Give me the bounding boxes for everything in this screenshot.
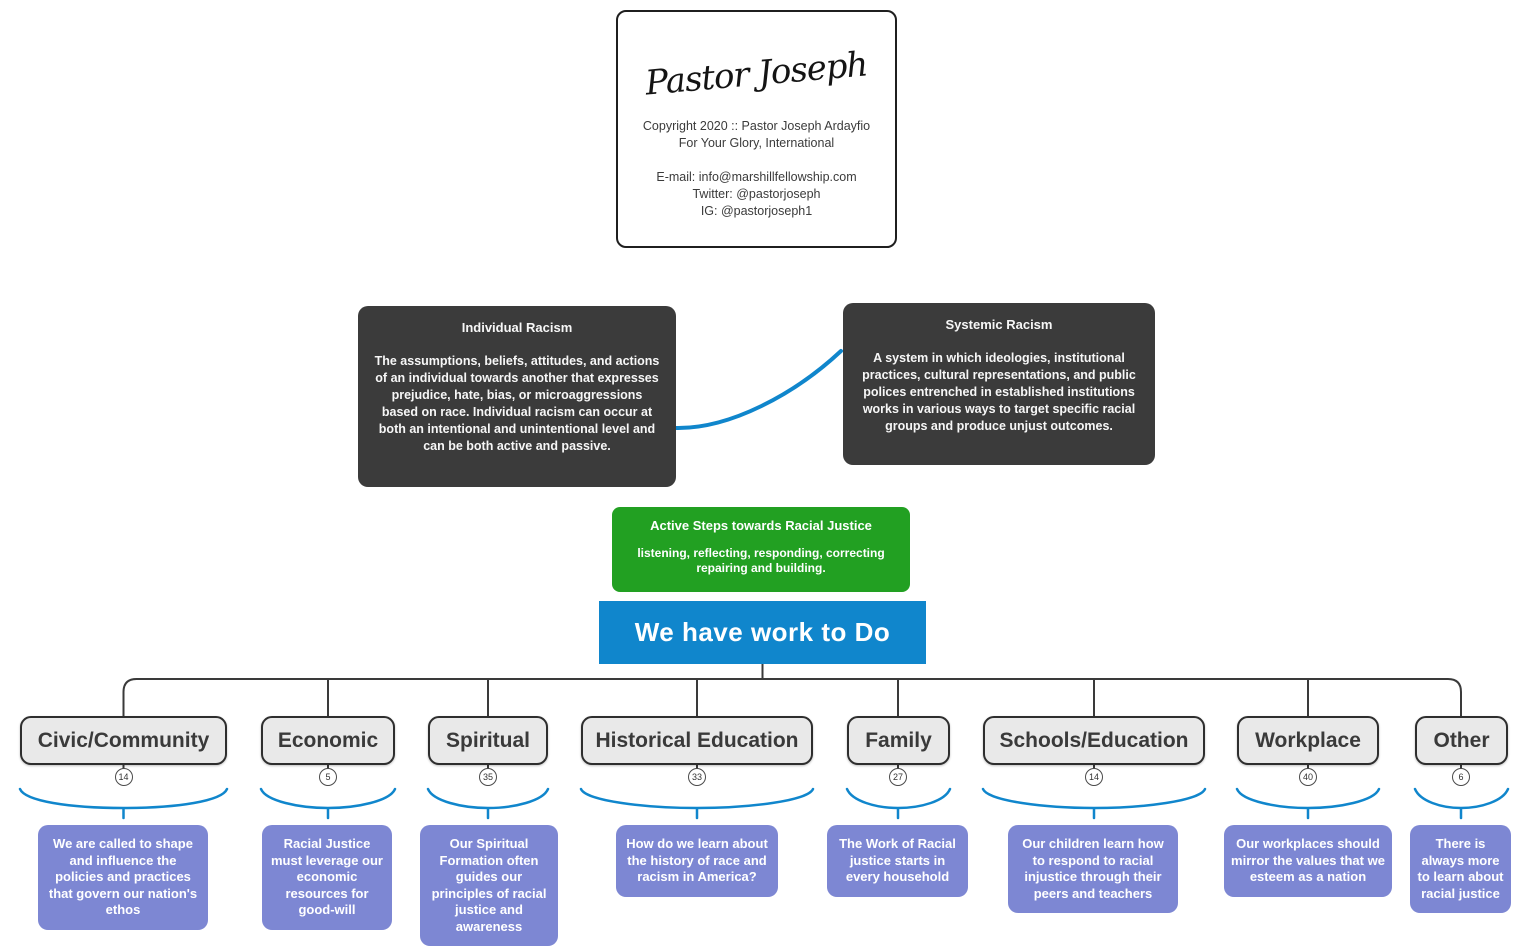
branch-note-family[interactable]: The Work of Racial justice starts in eve… bbox=[827, 825, 968, 897]
branch-note-workplace[interactable]: Our workplaces should mirror the values … bbox=[1224, 825, 1392, 897]
copyright-block: Copyright 2020 :: Pastor Joseph Ardayfio… bbox=[618, 118, 895, 152]
branch-count-badge-schools-education[interactable]: 14 bbox=[1085, 768, 1103, 786]
branch-note-spiritual[interactable]: Our Spiritual Formation often guides our… bbox=[420, 825, 558, 946]
branch-note-civic-community[interactable]: We are called to shape and influence the… bbox=[38, 825, 208, 930]
branch-node-workplace[interactable]: Workplace bbox=[1237, 716, 1379, 765]
racism-link-curve bbox=[674, 349, 843, 431]
branch-count-badge-workplace[interactable]: 40 bbox=[1299, 768, 1317, 786]
individual-racism-title: Individual Racism bbox=[461, 320, 573, 335]
systemic-racism-node[interactable]: Systemic Racism A system in which ideolo… bbox=[843, 303, 1155, 465]
branch-count-badge-family[interactable]: 27 bbox=[889, 768, 907, 786]
branch-node-schools-education[interactable]: Schools/Education bbox=[983, 716, 1205, 765]
signature: Pastor Joseph bbox=[643, 44, 870, 104]
copyright-line: Copyright 2020 :: Pastor Joseph Ardayfio bbox=[642, 119, 871, 133]
branch-count-badge-other[interactable]: 6 bbox=[1452, 768, 1470, 786]
branch-note-schools-education[interactable]: Our children learn how to respond to rac… bbox=[1008, 825, 1178, 913]
systemic-racism-body: A system in which ideologies, institutio… bbox=[862, 351, 1136, 433]
branch-note-historical-education[interactable]: How do we learn about the history of rac… bbox=[616, 825, 778, 897]
root-node[interactable]: We have work to Do bbox=[599, 601, 926, 664]
branch-node-spiritual[interactable]: Spiritual bbox=[428, 716, 548, 765]
active-steps-body: listening, reflecting, responding, corre… bbox=[637, 546, 885, 575]
active-steps-title: Active Steps towards Racial Justice bbox=[650, 518, 872, 533]
author-info-card[interactable]: Pastor Joseph Copyright 2020 :: Pastor J… bbox=[616, 10, 897, 248]
systemic-racism-title: Systemic Racism bbox=[945, 317, 1053, 332]
branch-count-badge-economic[interactable]: 5 bbox=[319, 768, 337, 786]
twitter-line: Twitter: @pastorjoseph bbox=[692, 187, 821, 201]
branch-count-badge-civic-community[interactable]: 14 bbox=[114, 768, 133, 786]
branch-node-family[interactable]: Family bbox=[847, 716, 950, 765]
branch-note-other[interactable]: There is always more to learn about raci… bbox=[1410, 825, 1511, 913]
brace-connectors bbox=[18, 787, 1510, 820]
branch-node-other[interactable]: Other bbox=[1415, 716, 1508, 765]
branch-count-badge-spiritual[interactable]: 35 bbox=[479, 768, 497, 786]
instagram-line: IG: @pastorjoseph1 bbox=[700, 204, 813, 218]
branch-note-economic[interactable]: Racial Justice must leverage our economi… bbox=[262, 825, 392, 930]
organization-line: For Your Glory, International bbox=[678, 136, 835, 150]
contact-block: E-mail: info@marshillfellowship.com Twit… bbox=[618, 169, 895, 220]
individual-racism-node[interactable]: Individual Racism The assumptions, belie… bbox=[358, 306, 676, 487]
branch-count-badge-historical-education[interactable]: 33 bbox=[688, 768, 706, 786]
individual-racism-body: The assumptions, beliefs, attitudes, and… bbox=[374, 354, 660, 453]
branch-node-civic-community[interactable]: Civic/Community bbox=[20, 716, 227, 765]
branch-node-economic[interactable]: Economic bbox=[261, 716, 395, 765]
email-line: E-mail: info@marshillfellowship.com bbox=[656, 170, 857, 184]
branch-node-historical-education[interactable]: Historical Education bbox=[581, 716, 813, 765]
active-steps-node[interactable]: Active Steps towards Racial Justice list… bbox=[612, 507, 910, 592]
